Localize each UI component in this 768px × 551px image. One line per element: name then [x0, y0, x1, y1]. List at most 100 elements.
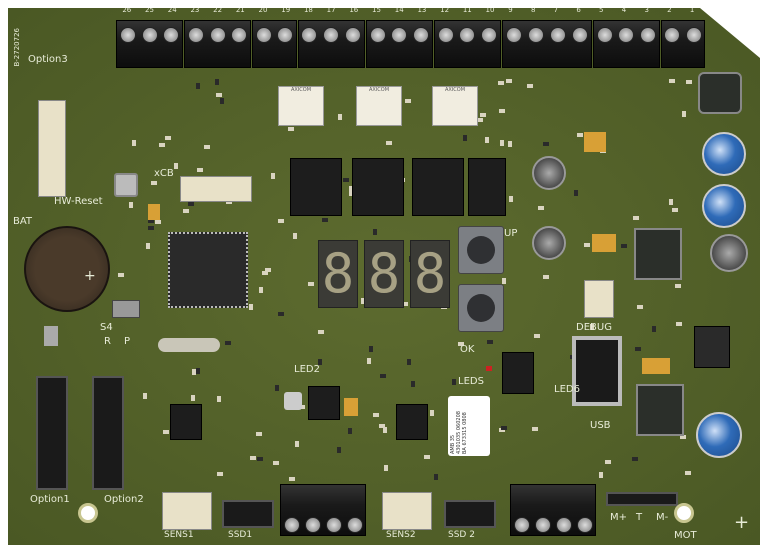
smd-component	[224, 341, 231, 346]
smd-component	[500, 139, 505, 146]
tantalum-capacitor	[148, 204, 160, 220]
smd-component	[506, 79, 513, 84]
smd-component	[204, 144, 211, 149]
terminal-screw	[571, 27, 588, 43]
terminal-screw	[437, 27, 454, 43]
smd-component	[287, 127, 294, 132]
label-option2: Option2	[104, 494, 144, 505]
smd-component	[499, 108, 506, 113]
terminal-number: 24	[167, 6, 177, 14]
smd-component	[292, 232, 297, 239]
terminal-number: 21	[235, 6, 245, 14]
usb-port[interactable]	[572, 336, 622, 406]
xcb-connector	[180, 176, 252, 202]
smd-component	[383, 464, 388, 471]
ok-button[interactable]	[458, 284, 504, 332]
smd-component	[216, 472, 223, 477]
up-button[interactable]	[458, 226, 504, 274]
inductor	[636, 384, 684, 436]
ic-chip	[352, 158, 404, 216]
smd-component	[145, 242, 150, 249]
label-sticker: AMB 35 4301035 060208 BA 673315 0808	[448, 396, 490, 456]
capacitor	[532, 156, 566, 190]
smd-component	[487, 339, 494, 344]
ssd1-connector	[222, 500, 274, 528]
smd-component	[463, 135, 468, 142]
smd-component	[372, 413, 379, 418]
terminal-number: 12	[440, 6, 450, 14]
ic-chip	[396, 404, 428, 440]
terminal-number: 16	[349, 6, 359, 14]
terminal-block	[501, 20, 592, 68]
terminal-number: 18	[303, 6, 313, 14]
label-t: T	[636, 512, 643, 523]
terminal-screw	[119, 27, 136, 43]
battery-plus-label: +	[84, 268, 96, 284]
terminal-screw	[618, 27, 635, 43]
terminal-number: 25	[145, 6, 154, 14]
smd-component	[684, 471, 691, 476]
terminal-screw	[505, 27, 522, 43]
smd-component	[158, 142, 165, 147]
mounting-hole	[674, 503, 694, 523]
terminal-screw	[344, 27, 361, 43]
smd-component	[533, 333, 540, 338]
smd-component	[668, 199, 673, 206]
relay: AXICOM	[356, 86, 402, 126]
label-m-minus: M-	[656, 512, 669, 523]
s4-switch[interactable]	[112, 300, 140, 318]
hw-reset-button[interactable]	[114, 173, 138, 197]
label-leds: LEDS	[458, 376, 484, 387]
terminal-screw	[459, 27, 476, 43]
smd-component	[143, 392, 148, 399]
smd-component	[672, 207, 678, 212]
smd-component	[429, 410, 434, 417]
smd-component	[118, 272, 125, 277]
crystal	[158, 338, 220, 352]
smd-component	[404, 98, 411, 103]
smd-component	[378, 423, 385, 428]
smd-component	[632, 457, 639, 462]
smd-component	[621, 243, 628, 248]
label-r: R	[104, 336, 111, 347]
smd-component	[497, 81, 504, 86]
terminal-number: 8	[530, 6, 536, 14]
smd-component	[348, 186, 353, 193]
label-ssd2: SSD 2	[448, 530, 475, 540]
led	[486, 366, 492, 371]
corner-plus: +	[734, 512, 750, 533]
inductor	[698, 72, 742, 114]
smd-component	[576, 132, 583, 137]
ic-chip	[170, 404, 202, 440]
smd-component	[299, 404, 306, 409]
capacitor	[532, 226, 566, 260]
smd-component	[372, 228, 377, 235]
smd-component	[410, 381, 415, 388]
smd-component	[675, 321, 682, 326]
tantalum-capacitor	[344, 398, 358, 416]
ssd2-connector	[444, 500, 496, 528]
smd-component	[249, 304, 254, 311]
smd-component	[508, 196, 513, 203]
terminal-number: 7	[553, 6, 559, 14]
label-led6: LED6	[554, 384, 580, 395]
terminal-screw	[481, 27, 498, 43]
smd-component	[295, 441, 300, 448]
seven-segment-digit: 8	[318, 240, 358, 308]
smd-component	[337, 446, 342, 453]
ic-chip	[290, 158, 342, 216]
smd-component	[165, 135, 172, 140]
terminal-number: 13	[417, 6, 427, 14]
smd-component	[274, 384, 279, 391]
smd-component	[288, 477, 295, 482]
label-usb: USB	[590, 420, 611, 431]
battery-tab	[44, 326, 58, 346]
terminal-number: 23	[190, 6, 200, 14]
smd-component	[278, 219, 285, 224]
terminal-number: 4	[621, 6, 627, 14]
terminal-screw	[163, 27, 180, 43]
terminal-block	[365, 20, 433, 68]
smd-component	[651, 325, 656, 332]
inductor	[634, 228, 682, 280]
